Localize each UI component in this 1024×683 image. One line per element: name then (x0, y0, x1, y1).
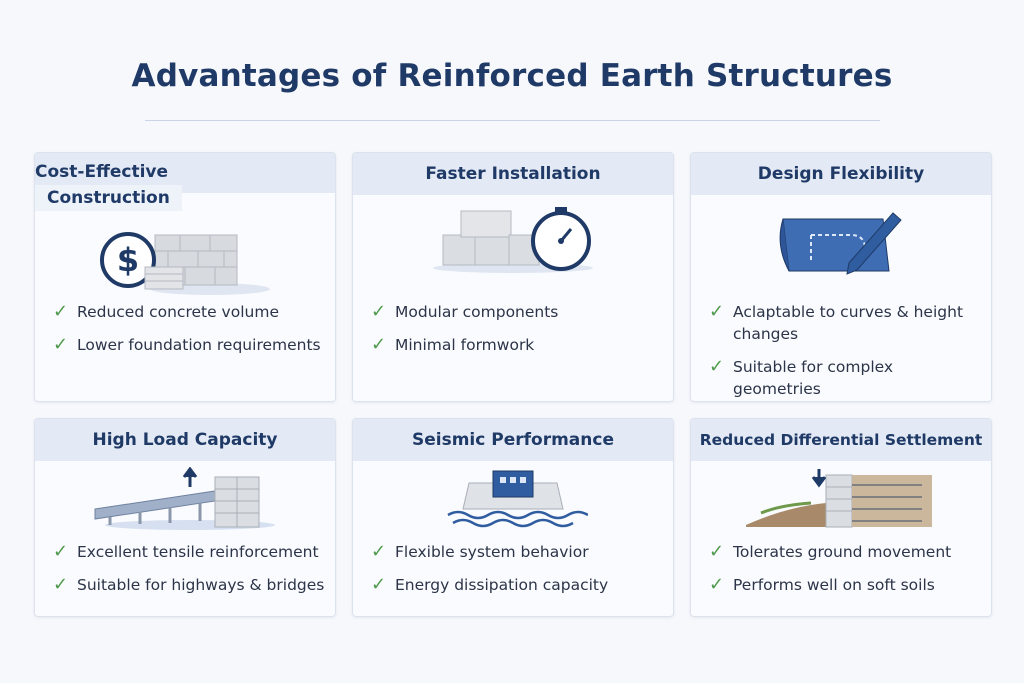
card-title: Faster Installation (425, 164, 601, 184)
check-icon: ✓ (371, 301, 387, 322)
check-icon: ✓ (709, 574, 725, 595)
title-divider (145, 120, 880, 121)
card-seismic-performance: Seismic Performance ✓Flexible system beh… (352, 418, 674, 617)
list-item: ✓Modular components (371, 301, 559, 322)
check-icon: ✓ (371, 334, 387, 355)
check-icon: ✓ (53, 334, 69, 355)
blocks-stopwatch-icon (353, 205, 673, 275)
blueprint-pencil-icon (691, 205, 991, 277)
card-header: Faster Installation (353, 153, 673, 195)
list-item: ✓Minimal formwork (371, 334, 535, 355)
card-title-line2: Construction (35, 185, 182, 211)
benefit-list: ✓Flexible system behavior ✓Energy dissip… (371, 541, 608, 607)
svg-text:$: $ (117, 241, 139, 279)
benefit-list: ✓Excellent tensile reinforcement ✓Suitab… (53, 541, 324, 607)
card-design-flexibility: Design Flexibility ✓Aclaptable to curves… (690, 152, 992, 402)
dollar-blocks-icon: $ (35, 227, 335, 297)
list-item: ✓Aclaptable to curves & height changes (709, 301, 964, 343)
card-header: Design Flexibility (691, 153, 991, 195)
list-item: ✓Energy dissipation capacity (371, 574, 609, 595)
building-waves-icon (353, 467, 673, 531)
card-header: Cost-Effective Construction (35, 153, 335, 211)
card-faster-installation: Faster Installation ✓Modular components … (352, 152, 674, 402)
list-item: ✓Performs well on soft soils (709, 574, 935, 595)
card-header: Seismic Performance (353, 419, 673, 461)
check-icon: ✓ (709, 356, 725, 377)
card-title: High Load Capacity (92, 430, 278, 450)
benefit-list: ✓Tolerates ground movement ✓Performs wel… (709, 541, 951, 607)
benefit-list: ✓Aclaptable to curves & height changes ✓… (709, 301, 979, 401)
card-high-load-capacity: High Load Capacity ✓Excellent tensile re… (34, 418, 336, 617)
card-reduced-settlement: Reduced Differential Settlement ✓Tolerat… (690, 418, 992, 617)
check-icon: ✓ (53, 301, 69, 322)
benefit-list: ✓Modular components ✓Minimal formwork (371, 301, 558, 367)
card-title: Design Flexibility (757, 164, 925, 184)
check-icon: ✓ (709, 541, 725, 562)
card-title: Seismic Performance (412, 430, 614, 450)
benefit-list: ✓Reduced concrete volume ✓Lower foundati… (53, 301, 321, 367)
list-item: ✓Suitable for complex geometries (709, 356, 894, 398)
list-item: ✓Excellent tensile reinforcement (53, 541, 319, 562)
wall-soil-icon (691, 467, 991, 531)
list-item: ✓Flexible system behavior (371, 541, 589, 562)
bridge-wall-icon (35, 467, 335, 531)
card-header: Reduced Differential Settlement (691, 419, 991, 461)
list-item: ✓Tolerates ground movement (709, 541, 952, 562)
check-icon: ✓ (371, 541, 387, 562)
card-header: High Load Capacity (35, 419, 335, 461)
check-icon: ✓ (709, 301, 725, 322)
card-title-line1: Cost-Effective (35, 162, 169, 182)
card-title: Reduced Differential Settlement (699, 431, 983, 449)
check-icon: ✓ (53, 541, 69, 562)
page-title: Advantages of Reinforced Earth Structure… (131, 58, 893, 94)
check-icon: ✓ (371, 574, 387, 595)
list-item: ✓Lower foundation requirements (53, 334, 321, 355)
list-item: ✓Reduced concrete volume (53, 301, 279, 322)
check-icon: ✓ (53, 574, 69, 595)
list-item: ✓Suitable for highways & bridges (53, 574, 325, 595)
card-cost-effective: Cost-Effective Construction $ ✓Reduced c… (34, 152, 336, 402)
